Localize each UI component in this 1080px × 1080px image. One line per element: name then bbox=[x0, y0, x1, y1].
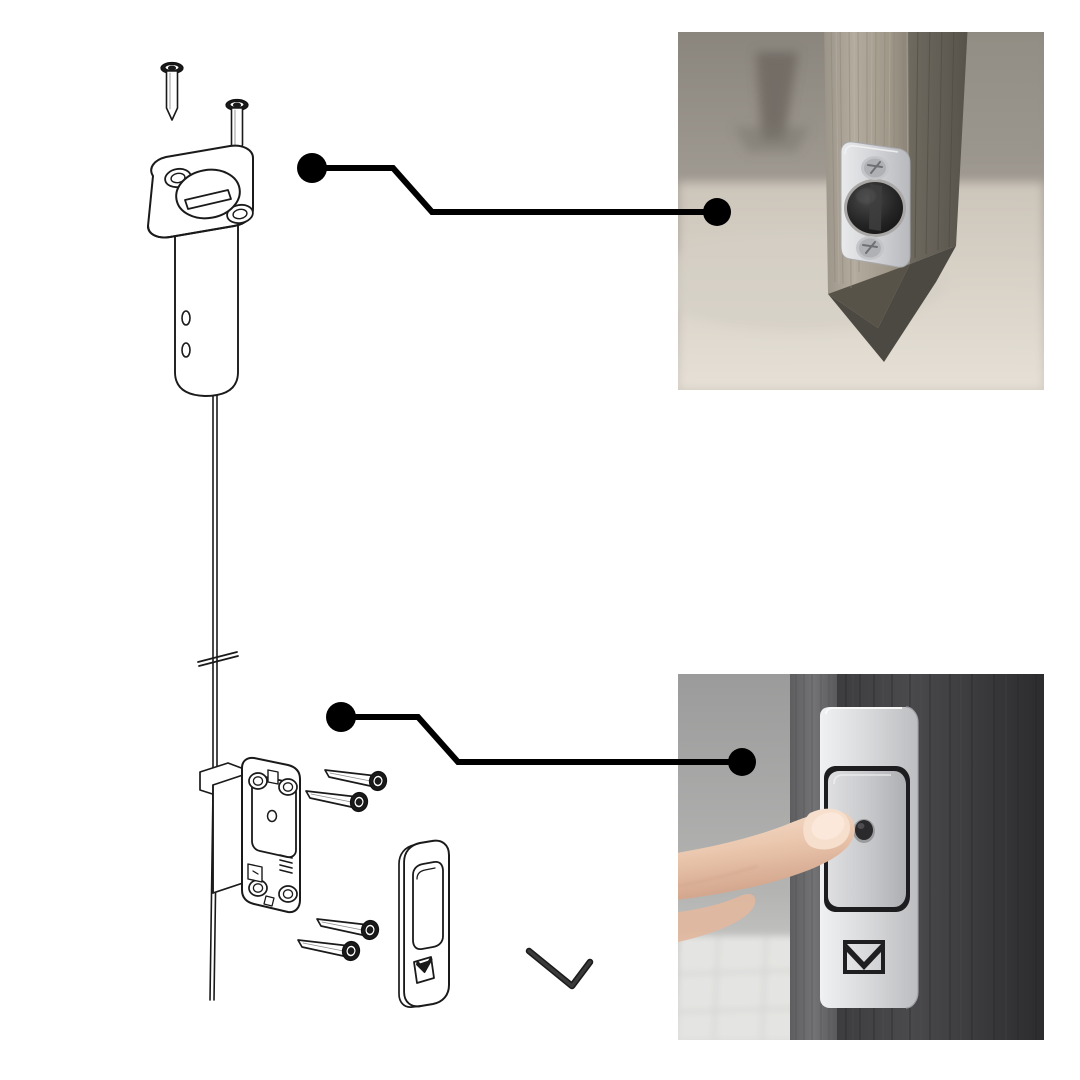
photo-bottom-render bbox=[678, 674, 1044, 1040]
photo-top-render bbox=[678, 32, 1044, 390]
part-release-cable bbox=[197, 377, 239, 1001]
part-screw-lower-1 bbox=[305, 790, 371, 814]
photo-knob-on-post bbox=[678, 32, 1044, 390]
part-push-button-lock-body bbox=[199, 756, 301, 914]
part-oval-mounting-plate bbox=[147, 144, 254, 239]
photo-bottom-faceplate bbox=[820, 706, 919, 1009]
cable-break-mark bbox=[197, 651, 239, 667]
part-button-faceplate-cover bbox=[398, 839, 450, 1008]
part-hex-allen-key bbox=[525, 947, 594, 990]
part-screw-lower-2 bbox=[324, 769, 390, 793]
photo-top-escutcheon bbox=[840, 141, 911, 268]
part-screw-lower-4 bbox=[316, 918, 382, 942]
part-knob-cylinder-body bbox=[174, 204, 239, 397]
photo-bottom-finger bbox=[678, 808, 855, 942]
part-screw-top-1 bbox=[160, 61, 184, 121]
envelope-mail-icon-photo bbox=[843, 940, 885, 974]
part-screw-lower-3 bbox=[297, 939, 363, 963]
envelope-mail-icon bbox=[413, 956, 435, 984]
photo-finger-pressing-button bbox=[678, 674, 1044, 1040]
